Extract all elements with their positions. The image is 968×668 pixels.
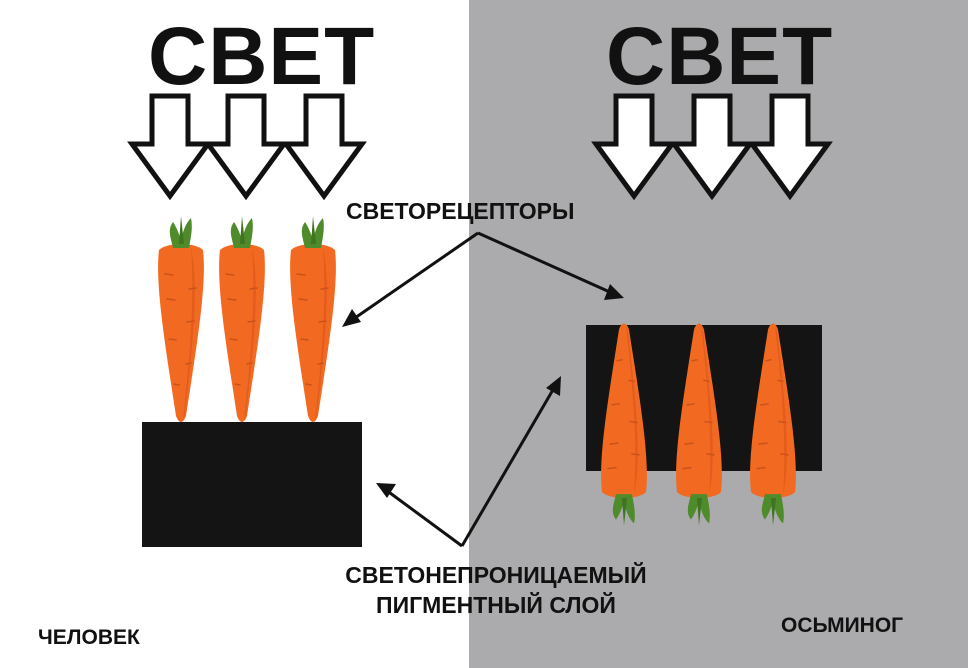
down-arrow-icon — [286, 96, 362, 196]
light-title-octopus: СВЕТ — [606, 11, 834, 102]
pointer-line-pigment-human — [385, 488, 463, 548]
photoreceptors-octopus — [600, 322, 797, 527]
arrowhead-icon — [376, 483, 396, 498]
pointer-line-photoreceptors-human — [351, 231, 479, 322]
pigment-layer-label: СВЕТОНЕПРОНИЦАЕМЫЙ ПИГМЕНТНЫЙ СЛОЙ — [318, 560, 674, 620]
pigment-layer-human — [142, 422, 362, 547]
pointer-line-pigment-octopus — [460, 387, 556, 547]
down-arrow-icon — [752, 96, 828, 196]
down-arrow-icon — [596, 96, 672, 196]
pigment-label-line2: ПИГМЕНТНЫЙ СЛОЙ — [376, 592, 616, 618]
down-arrow-icon — [132, 96, 208, 196]
carrot-icon — [289, 215, 337, 423]
pointer-arrowheads — [342, 284, 624, 498]
arrowhead-icon — [604, 284, 624, 300]
photoreceptors-human — [157, 215, 337, 423]
pointer-lines — [351, 231, 613, 548]
octopus-caption: ОСЬМИНОГ — [781, 614, 904, 637]
carrot-icon — [218, 215, 266, 423]
photoreceptors-label: СВЕТОРЕЦЕПТОРЫ — [346, 198, 575, 224]
pointer-line-photoreceptors-octopus — [477, 231, 613, 295]
carrot-icon — [157, 215, 205, 423]
arrowhead-icon — [546, 376, 561, 396]
carrot-icon — [749, 322, 797, 527]
human-caption: ЧЕЛОВЕК — [38, 626, 140, 649]
down-arrow-icon — [208, 96, 284, 196]
carrot-icon — [675, 322, 723, 527]
light-arrows-octopus — [596, 96, 828, 196]
arrowhead-icon — [342, 309, 361, 327]
light-title-human: СВЕТ — [148, 11, 376, 102]
pigment-label-line1: СВЕТОНЕПРОНИЦАЕМЫЙ — [345, 562, 647, 588]
down-arrow-icon — [674, 96, 750, 196]
light-arrows-human — [132, 96, 362, 196]
carrot-icon — [600, 322, 648, 527]
